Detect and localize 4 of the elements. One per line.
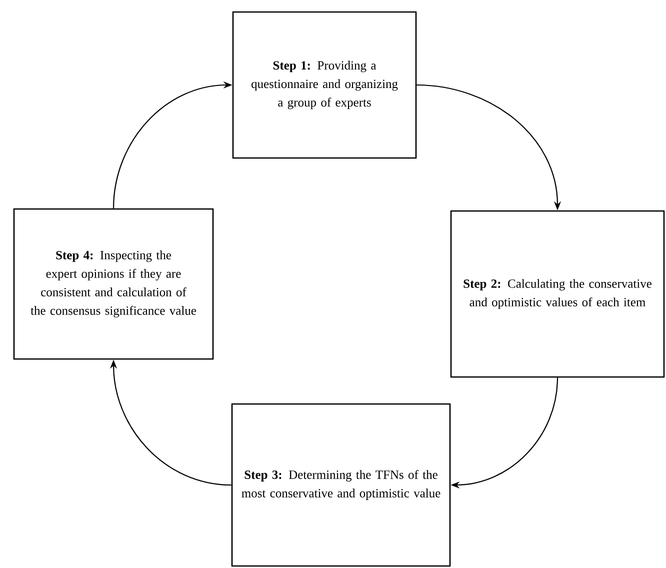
step-box: Step 1: Providing a questionnaire and organizing a group of experts [232, 11, 417, 159]
step-box: Step 3: Determining the TFNs of the most conservative and optimistic value [231, 403, 451, 567]
step-box: Step 2: Calculating the conservative and optimistic values of each item [450, 210, 665, 378]
step-box: Step 4: Inspecting the expert opinions if they are consistent and calculation of the consensus significance value [13, 208, 214, 360]
